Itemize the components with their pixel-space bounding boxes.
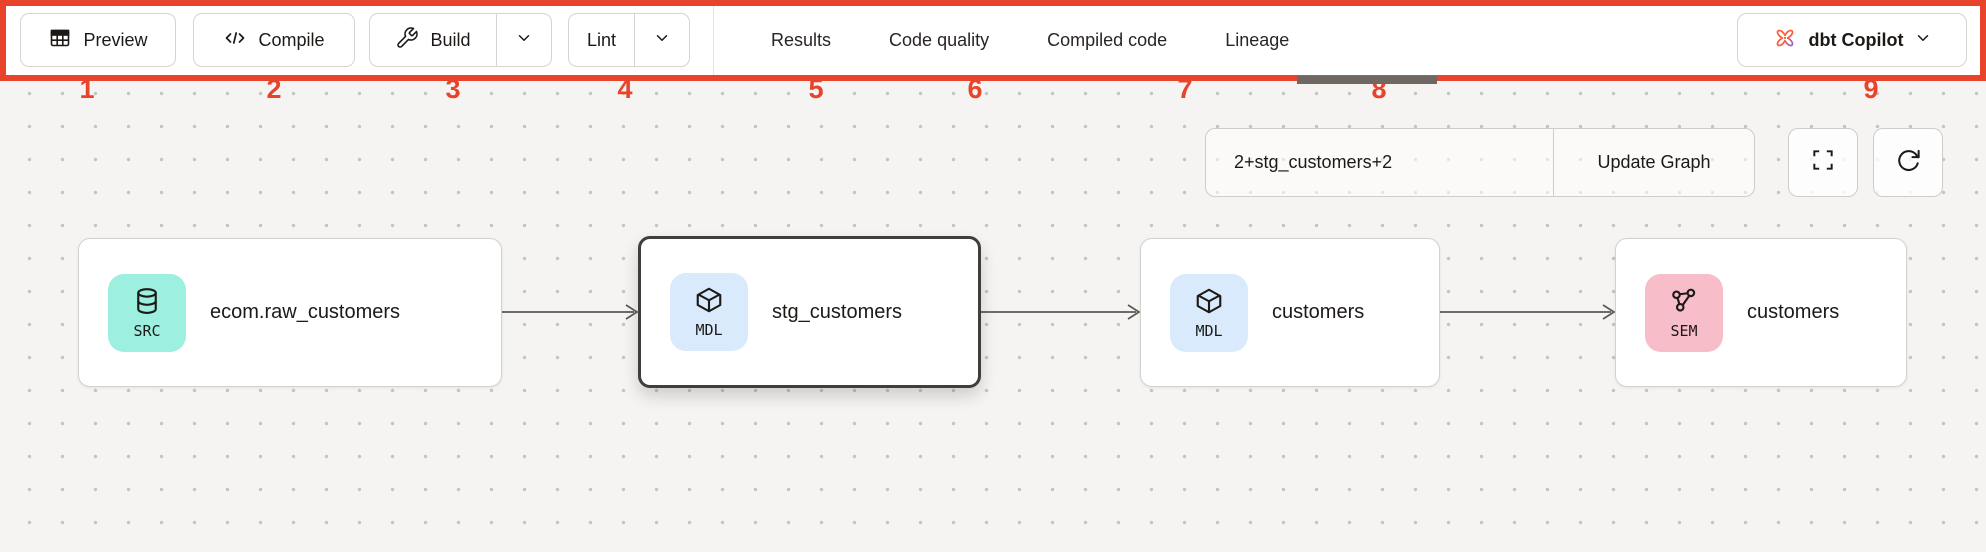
callout-number-2: 2: [266, 74, 282, 104]
split-divider: [496, 14, 497, 66]
fullscreen-icon: [1810, 147, 1836, 178]
tab-lineage[interactable]: Lineage: [1225, 30, 1290, 50]
lint-button[interactable]: Lint: [569, 14, 634, 66]
dbt-copilot-label: dbt Copilot: [1808, 29, 1904, 50]
build-dropdown-button[interactable]: [497, 14, 551, 66]
node-label: ecom.raw_customers: [210, 301, 401, 323]
model-badge: MDL: [1170, 273, 1248, 352]
tab-code-quality[interactable]: Code quality: [889, 30, 990, 50]
lineage-selector-group: Update Graph: [1205, 128, 1755, 197]
lint-button-label: Lint: [586, 29, 617, 50]
lint-split-button: Lint: [568, 13, 690, 67]
active-tab-underline: [1297, 76, 1437, 84]
refresh-graph-button[interactable]: [1873, 128, 1943, 197]
lineage-node-customers-model[interactable]: MDL customers: [1140, 238, 1440, 387]
preview-button-label: Preview: [83, 29, 148, 50]
edge-arrow: [981, 304, 1141, 320]
preview-button[interactable]: Preview: [20, 13, 176, 67]
code-icon: [223, 26, 247, 55]
dbt-logo-icon: [1772, 25, 1798, 56]
edge-arrow: [502, 304, 639, 320]
badge-label: SRC: [133, 321, 161, 340]
compile-button-label: Compile: [258, 29, 325, 50]
callout-number-7: 7: [1177, 74, 1193, 104]
dbt-copilot-button[interactable]: dbt Copilot: [1737, 13, 1967, 67]
callout-number-4: 4: [617, 74, 633, 104]
network-icon: [1669, 286, 1699, 321]
lineage-node-source[interactable]: SRC ecom.raw_customers: [78, 238, 502, 387]
node-label: customers: [1747, 301, 1840, 323]
table-icon: [48, 26, 72, 55]
badge-label: SEM: [1670, 321, 1698, 340]
lineage-selector-input[interactable]: [1206, 129, 1554, 196]
callout-number-3: 3: [445, 74, 461, 104]
build-button[interactable]: Build: [370, 14, 496, 66]
cube-icon: [1194, 286, 1224, 321]
chevron-down-icon: [515, 29, 533, 52]
callout-number-1: 1: [79, 74, 95, 104]
callout-number-6: 6: [967, 74, 983, 104]
lineage-node-stg-customers[interactable]: MDL stg_customers: [638, 236, 981, 388]
badge-label: MDL: [695, 321, 723, 339]
edge-arrow: [1440, 304, 1616, 320]
compile-button[interactable]: Compile: [193, 13, 355, 67]
node-label: customers: [1272, 301, 1365, 323]
toolbar-divider: [713, 6, 714, 75]
split-divider: [634, 14, 635, 66]
result-tabs: Results Code quality Compiled code Linea…: [771, 6, 1289, 75]
tab-compiled-code[interactable]: Compiled code: [1047, 30, 1168, 50]
cube-icon: [694, 285, 724, 320]
source-badge: SRC: [108, 273, 186, 352]
database-icon: [132, 286, 162, 321]
build-button-label: Build: [430, 29, 471, 50]
lint-dropdown-button[interactable]: [635, 14, 689, 66]
build-split-button: Build: [369, 13, 552, 67]
tab-results[interactable]: Results: [771, 30, 832, 50]
editor-toolbar: Preview Compile: [6, 6, 1980, 75]
update-graph-button[interactable]: Update Graph: [1597, 152, 1711, 172]
wrench-icon: [395, 26, 419, 55]
model-badge: MDL: [670, 273, 748, 351]
node-label: stg_customers: [772, 300, 903, 323]
badge-label: MDL: [1195, 321, 1223, 340]
chevron-down-icon: [1914, 29, 1932, 52]
callout-number-5: 5: [808, 74, 824, 104]
callout-number-9: 9: [1863, 74, 1879, 104]
chevron-down-icon: [653, 29, 671, 52]
annotation-highlight-box: Preview Compile: [0, 0, 1986, 81]
semantic-badge: SEM: [1645, 273, 1723, 352]
lineage-node-customers-semantic[interactable]: SEM customers: [1615, 238, 1907, 387]
fullscreen-button[interactable]: [1788, 128, 1858, 197]
refresh-icon: [1895, 147, 1922, 179]
